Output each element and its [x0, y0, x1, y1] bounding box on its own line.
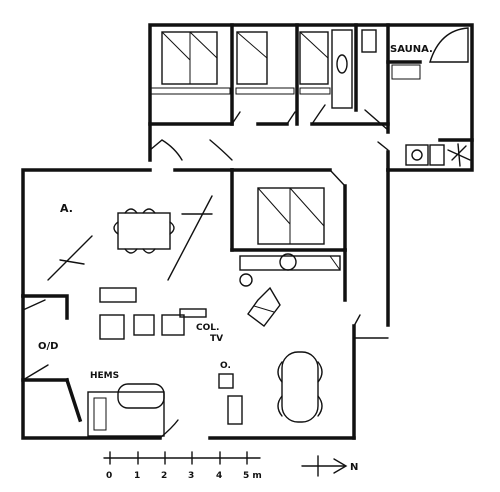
- scale-tick-1: 1: [134, 471, 140, 481]
- scale-tick-0: 0: [106, 471, 112, 481]
- dining-table-area: [113, 208, 175, 254]
- north-label: N: [350, 462, 358, 473]
- kitchen: [239, 187, 341, 327]
- scale-tick-4: 4: [216, 471, 222, 481]
- doors: [22, 104, 389, 439]
- scale-tick-5: 5 m: [243, 471, 262, 481]
- scale-tick-3: 3: [188, 471, 194, 481]
- sauna-label: SAUNA.: [390, 44, 433, 55]
- o-label: O.: [220, 361, 231, 371]
- col-label: COL.: [196, 323, 219, 333]
- north-arrow-icon: [301, 455, 348, 477]
- scale-bar: [103, 451, 261, 465]
- area-a-label: A.: [60, 202, 73, 215]
- bath-fixtures: [331, 27, 471, 167]
- od-label: O/D: [38, 341, 58, 352]
- bedroom-furniture: [149, 31, 331, 95]
- hems-label: HEMS: [90, 371, 119, 381]
- living-furniture: [87, 287, 323, 437]
- tv-label: TV: [210, 334, 223, 344]
- light-lines: [47, 195, 213, 281]
- scale-tick-2: 2: [161, 471, 167, 481]
- walls: [21, 23, 474, 440]
